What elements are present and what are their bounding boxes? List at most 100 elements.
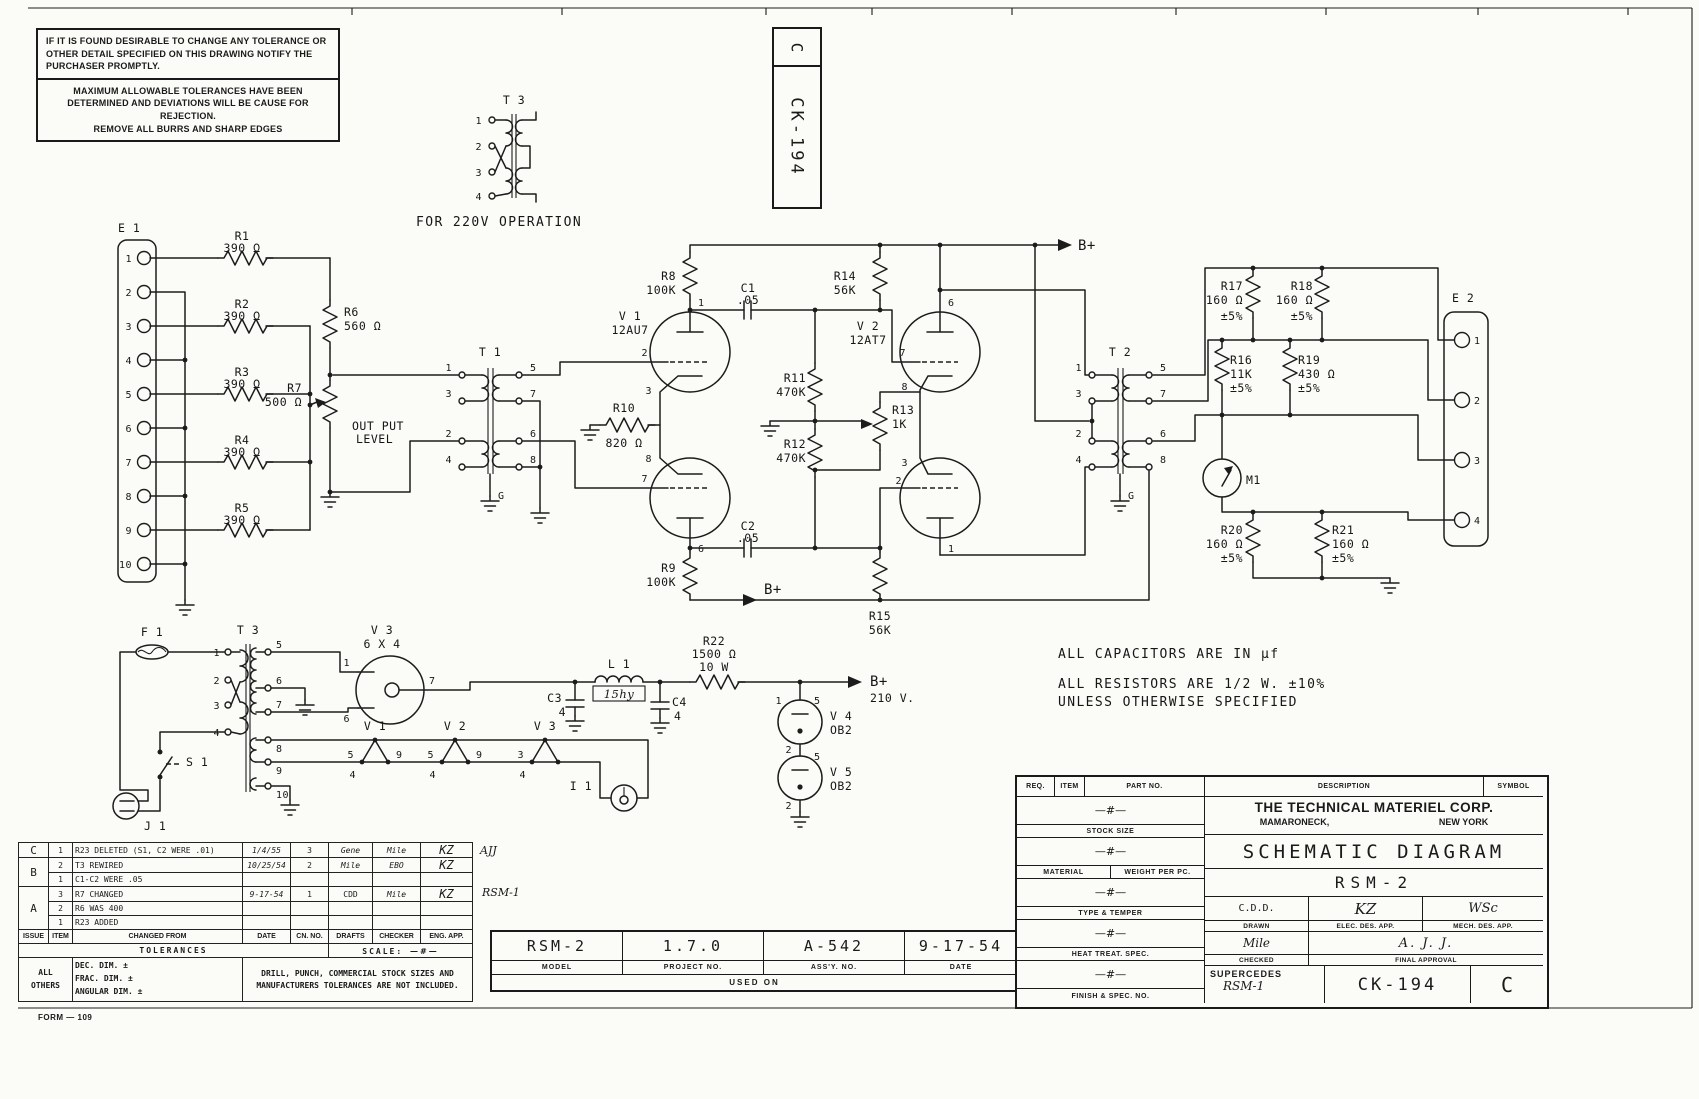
pin-label: 5	[427, 750, 434, 761]
val-label: 390 Ω	[223, 445, 260, 459]
final-approval-label: FINAL APPROVAL	[1309, 954, 1543, 965]
output-level-label: OUT PUT	[352, 419, 404, 433]
table-row: 1 R23 ADDED	[19, 915, 473, 930]
val-label: 390 Ω	[223, 241, 260, 255]
part-no-header: PART NO.	[1085, 777, 1205, 797]
eng-cell: KZ	[420, 886, 473, 902]
checked-cell: Mile CHECKED	[1205, 931, 1309, 965]
output-level-label: LEVEL	[356, 432, 393, 446]
date-cell: 1/4/55	[242, 842, 291, 858]
ref-label: V 5	[830, 765, 852, 779]
revision-cell: C	[1471, 965, 1543, 1003]
val-label: 470K	[776, 451, 806, 465]
lower-coupling-and-rail: R9 100K C2 .05 B+ R15 56K	[646, 470, 1150, 637]
transformer-t3-220v: T 3 1 2 3 4 FOR 220V OPERATION	[416, 93, 581, 230]
ref-label: V 1	[619, 309, 641, 323]
mech-app-cell: WSc MECH. DES. APP.	[1423, 897, 1543, 931]
pin-label: 7	[125, 458, 132, 469]
assy-cell: A-542 ASS'Y. NO.	[764, 932, 905, 974]
ref-label: T 3	[237, 623, 259, 637]
pin-label: 6	[948, 298, 955, 309]
pin-label: 4	[1075, 455, 1082, 466]
pin-label: 9	[125, 526, 132, 537]
ref-label: R16	[1230, 353, 1252, 367]
pin-label: 7	[276, 700, 283, 711]
ref-label: R13	[892, 403, 914, 417]
mech-app-sig: WSc	[1468, 901, 1498, 916]
ref-label: R3	[235, 365, 250, 379]
pin-label: 6	[125, 424, 132, 435]
date-cell: 10/25/54	[242, 857, 291, 873]
ref-label: C2	[741, 519, 756, 533]
pin-label: 3	[213, 701, 220, 712]
revision-table: C 1 R23 DELETED (S1, C2 WERE .01) 1/4/55…	[18, 842, 473, 1002]
pin-label: 6	[343, 714, 350, 725]
pin-label: 1	[775, 696, 782, 707]
pin-label: 4	[475, 192, 482, 203]
ref-label: R22	[703, 634, 725, 648]
heat-treat-label: HEAT TREAT. SPEC.	[1017, 947, 1205, 961]
pin-label: 1	[475, 116, 482, 127]
change-cell: R7 CHANGED	[72, 886, 243, 902]
ref-label: R12	[784, 437, 806, 451]
tolerances-title: TOLERANCES	[18, 943, 329, 958]
output-meter-network: R17 160 Ω ±5% R18 160 Ω ±5% R16 11K ±5% …	[1152, 265, 1489, 594]
table-row: 2 R6 WAS 400	[19, 901, 473, 916]
issue-cell: C	[18, 842, 49, 858]
pin-label: 1	[698, 298, 705, 309]
tube-v1-12au7: V 1 12AU7 1 2 3 8 7 6 R10 820 Ω	[580, 298, 731, 555]
watt-label: 10 W	[699, 660, 729, 674]
pin-label: 1	[1075, 363, 1082, 374]
project-cell: 1.7.0 PROJECT NO.	[623, 932, 764, 974]
heater-ref-label: V 1	[364, 719, 386, 733]
pin-label: 1	[948, 544, 955, 555]
val-label: 160 Ω	[1332, 537, 1369, 551]
ref-label: R8	[661, 269, 676, 283]
issue-cell: A	[18, 886, 49, 930]
drill-note-cell: DRILL, PUNCH, COMMERCIAL STOCK SIZES AND…	[242, 957, 473, 1002]
ref-label: R15	[869, 609, 891, 623]
pin-label: 2	[785, 745, 792, 756]
material-label: MATERIAL	[1017, 865, 1111, 879]
pin-label: 5	[814, 752, 821, 763]
pin-label: 1	[213, 648, 220, 659]
pin-label: 3	[1075, 389, 1082, 400]
meter-label: M1	[1246, 473, 1261, 487]
elec-app-sig: KZ	[1354, 899, 1377, 918]
val-label: 390 Ω	[223, 377, 260, 391]
ref-label: F 1	[141, 625, 163, 639]
val-label: 160 Ω	[1276, 293, 1313, 307]
ref-label: R20	[1221, 523, 1243, 537]
supercedes-value: RSM-1	[1223, 979, 1265, 993]
table-row: 1 C1-C2 WERE .05	[19, 872, 473, 887]
ref-label: J 1	[144, 819, 166, 833]
note-text: MAXIMUM ALLOWABLE TOLERANCES HAVE BEEN D…	[67, 85, 309, 121]
checker-cell: Mile	[372, 842, 421, 858]
ref-label: V 4	[830, 709, 852, 723]
checker-cell: EBO	[372, 857, 421, 873]
pin-label: 8	[901, 382, 908, 393]
supercedes-label: SUPERCEDES	[1210, 969, 1283, 979]
item-cell: 3	[48, 886, 73, 902]
val-label: 470K	[776, 385, 806, 399]
pin-label: 7	[899, 348, 906, 359]
date-value: 9-17-54	[918, 937, 1004, 955]
val-label: OB2	[830, 723, 852, 737]
tolerances-row: TOLERANCES SCALE: —#—	[18, 943, 473, 958]
pin-label: 1	[125, 254, 132, 265]
pin-label: 6	[276, 676, 283, 687]
pin-label: 2	[213, 676, 220, 687]
form-number: FORM — 109	[38, 1013, 93, 1022]
pin-label: 1	[343, 658, 350, 669]
ref-label: C4	[672, 695, 687, 709]
pin-label: 3	[125, 322, 132, 333]
change-cell: R6 WAS 400	[72, 901, 243, 916]
pin-label: 2	[895, 476, 902, 487]
ref-label: L 1	[608, 657, 630, 671]
val-label: 430 Ω	[1298, 367, 1335, 381]
pin-label: 8	[1160, 455, 1167, 466]
tube-v2-12at7: V 2 12AT7 6 7 8 3 2 1	[849, 244, 1090, 556]
pin-label: 5	[1160, 363, 1167, 374]
pin-label: 7	[1160, 389, 1167, 400]
